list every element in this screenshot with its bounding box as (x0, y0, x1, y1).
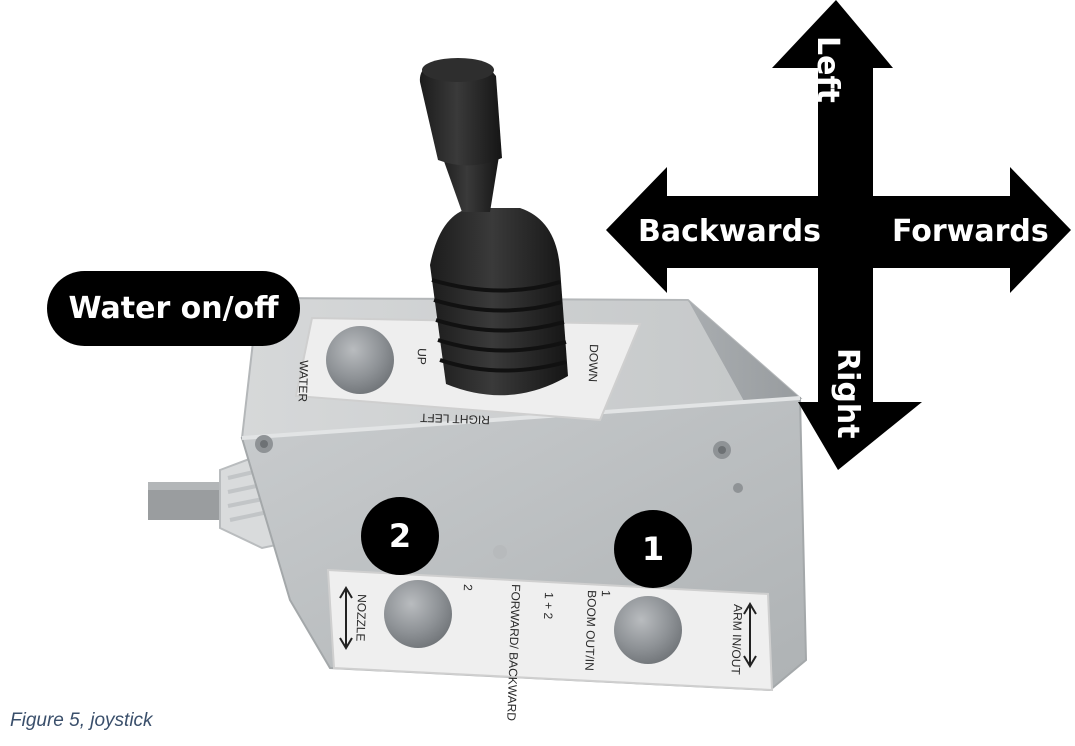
figure-caption: Figure 5, joystick (10, 710, 153, 731)
nozzle-panel-text: NOZZLE (353, 594, 369, 642)
left-direction-label: Left (810, 36, 845, 103)
direction-arrows: Left Right Backwards Forwards (606, 0, 1071, 470)
water-panel-text: WATER (296, 360, 311, 403)
up-panel-text: UP (414, 348, 429, 365)
boom-out-in-panel-text: BOOM OUT/IN (582, 590, 599, 671)
front-label-panel: NOZZLE 2 FORWARD/ BACKWARD 1 + 2 1 BOOM … (326, 568, 774, 722)
num-1-panel-text: 1 (599, 590, 613, 597)
backwards-direction-label: Backwards (638, 214, 821, 249)
water-on-off-label: Water on/off (47, 271, 300, 346)
one-plus-two-panel-text: 1 + 2 (541, 592, 556, 620)
water-button[interactable] (326, 326, 394, 394)
badge-2: 2 (361, 497, 439, 575)
down-panel-text: DOWN (586, 344, 601, 382)
button-1[interactable] (614, 596, 682, 664)
button-2[interactable] (384, 580, 452, 648)
forward-backward-panel-text: FORWARD/ BACKWARD (504, 584, 523, 722)
badge-1: 1 (614, 510, 692, 588)
right-direction-label: Right (830, 348, 865, 439)
horizontal-arrow-icon (606, 167, 1071, 293)
joystick[interactable] (419, 58, 568, 396)
right-left-panel-text: RIGHT LEFT (419, 411, 490, 427)
forwards-direction-label: Forwards (892, 214, 1049, 249)
arm-in-out-panel-text: ARM IN/OUT (729, 604, 745, 676)
num-2-panel-text: 2 (461, 584, 475, 591)
